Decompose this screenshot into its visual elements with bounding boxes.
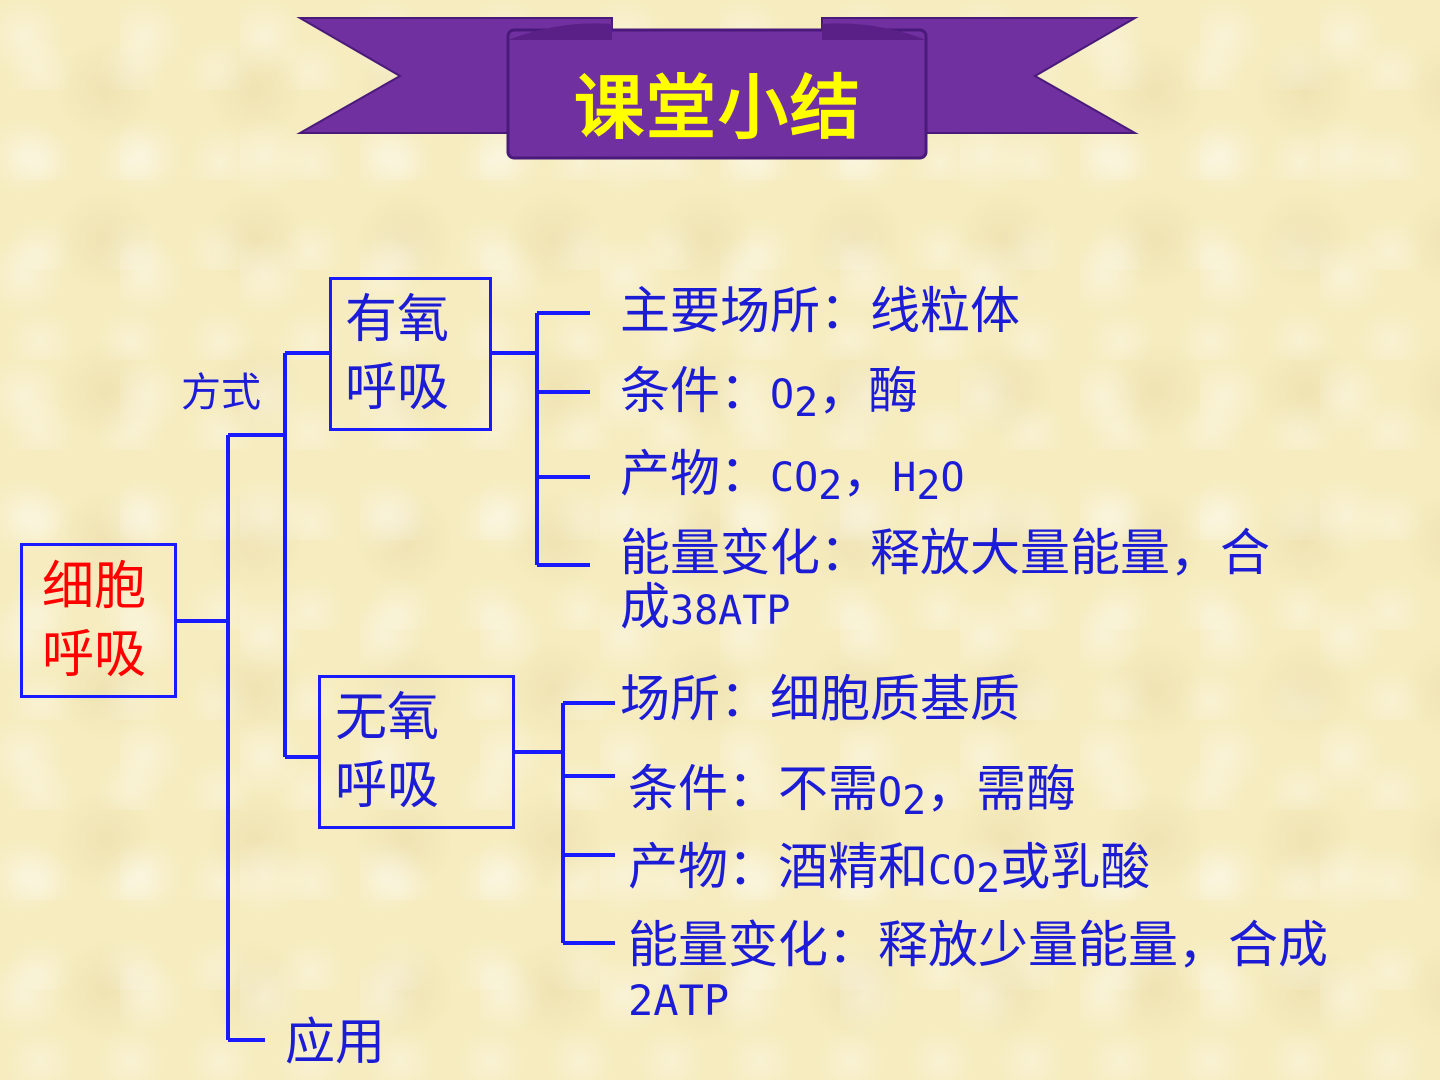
aerobic-prod-co: CO bbox=[770, 455, 819, 501]
anaerobic-energy-line1: 能量变化：释放少量能量，合成 bbox=[628, 916, 1328, 974]
aerobic-label: 有氧 呼吸 bbox=[345, 286, 449, 422]
anaerobic-prod-suffix: 或乳酸 bbox=[1000, 838, 1151, 896]
aerobic-condition: 条件：O2，酶 bbox=[620, 360, 918, 434]
aerobic-cond-suffix: ，酶 bbox=[818, 362, 919, 420]
anaerobic-site: 场所：细胞质基质 bbox=[620, 670, 1020, 728]
aerobic-prod-o: O bbox=[940, 455, 965, 501]
aerobic-prod-sub1: 2 bbox=[818, 463, 843, 509]
aerobic-energy-line2b: 38ATP bbox=[670, 588, 791, 634]
aerobic-line2: 呼吸 bbox=[345, 358, 450, 418]
anaerobic-prod-prefix: 产物：酒精和 bbox=[628, 838, 928, 896]
banner-ribbon bbox=[296, 17, 1139, 160]
anaerobic-line2: 呼吸 bbox=[335, 756, 440, 816]
anaerobic-product: 产物：酒精和CO2或乳酸 bbox=[628, 836, 1150, 910]
anaerobic-prod-co: CO bbox=[928, 848, 977, 894]
aerobic-energy-line1: 能量变化：释放大量能量，合 bbox=[620, 524, 1270, 582]
aerobic-energy: 能量变化：释放大量能量，合 成38ATP bbox=[620, 522, 1270, 642]
method-label: 方式 bbox=[181, 370, 261, 416]
anaerobic-prod-sub: 2 bbox=[976, 856, 1001, 902]
aerobic-line1: 有氧 bbox=[345, 290, 450, 350]
anaerobic-cond-o: O bbox=[878, 770, 903, 816]
aerobic-prod-h: H bbox=[892, 455, 917, 501]
root-label: 细胞 呼吸 bbox=[42, 553, 146, 689]
root-line1: 细胞 bbox=[42, 557, 147, 617]
anaerobic-condition: 条件：不需O2，需酶 bbox=[628, 758, 1076, 832]
anaerobic-box bbox=[318, 675, 515, 829]
aerobic-energy-line2: 成38ATP bbox=[620, 576, 1270, 642]
root-line2: 呼吸 bbox=[42, 625, 147, 685]
aerobic-site: 主要场所：线粒体 bbox=[620, 282, 1020, 340]
anaerobic-cond-prefix: 条件：不需 bbox=[628, 760, 878, 818]
aerobic-cond-prefix: 条件： bbox=[620, 362, 770, 420]
aerobic-prod-prefix: 产物： bbox=[620, 445, 770, 503]
aerobic-cond-o: O bbox=[770, 372, 795, 418]
anaerobic-label: 无氧 呼吸 bbox=[335, 684, 439, 820]
anaerobic-cond-suffix: ，需酶 bbox=[926, 760, 1077, 818]
anaerobic-energy: 能量变化：释放少量能量，合成 2ATP bbox=[628, 914, 1328, 1032]
aerobic-prod-mid: ， bbox=[842, 445, 893, 503]
aerobic-cond-sub: 2 bbox=[794, 380, 819, 426]
root-box bbox=[20, 543, 177, 698]
aerobic-box bbox=[329, 277, 492, 431]
aerobic-product: 产物：CO2，H2O bbox=[620, 443, 965, 517]
aerobic-energy-line2a: 成 bbox=[620, 578, 670, 636]
aerobic-prod-sub2: 2 bbox=[916, 463, 941, 509]
anaerobic-line1: 无氧 bbox=[335, 688, 440, 748]
banner-title: 课堂小结 bbox=[574, 67, 862, 149]
application-label: 应用 bbox=[285, 1013, 385, 1071]
anaerobic-cond-sub: 2 bbox=[902, 778, 927, 824]
anaerobic-energy-line2: 2ATP bbox=[628, 976, 730, 1025]
